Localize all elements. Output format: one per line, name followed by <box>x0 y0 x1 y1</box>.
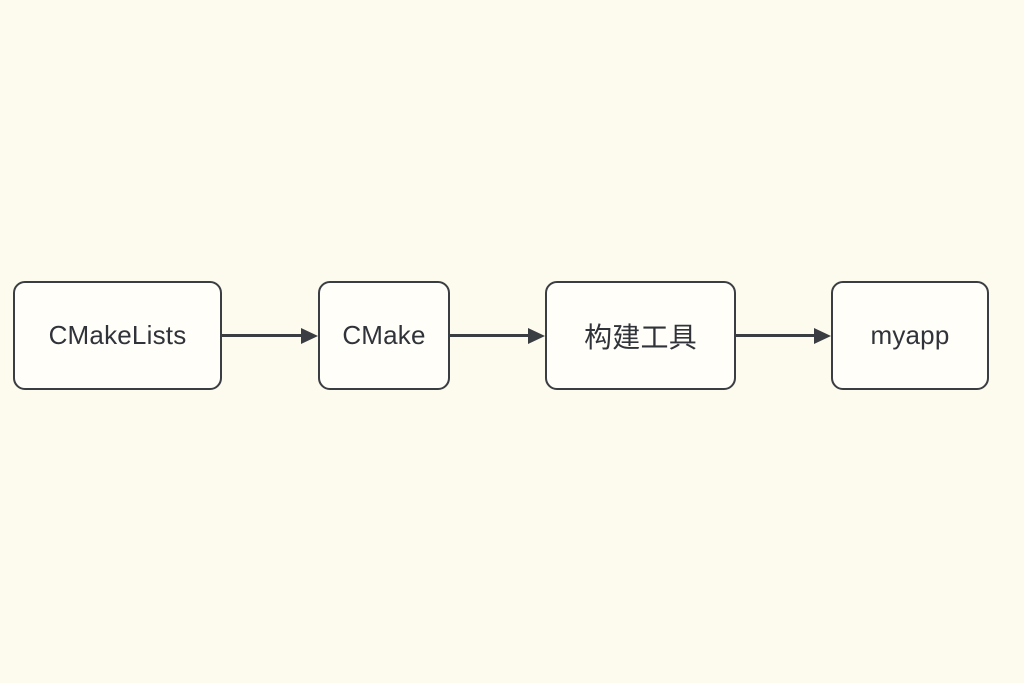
node-build-tool: 构建工具 <box>545 281 736 390</box>
node-myapp-label: myapp <box>870 320 950 350</box>
arrowhead-right-icon <box>814 327 831 344</box>
edge-cmakelists-to-cmake <box>222 281 318 390</box>
edge-build-tool-to-myapp <box>736 281 831 390</box>
node-cmakelists: CMakeLists <box>13 281 222 390</box>
node-myapp: myapp <box>831 281 989 390</box>
arrow-line <box>450 334 528 337</box>
flowchart-row: CMakeLists CMake 构建工具 myapp <box>13 281 989 390</box>
arrowhead-right-icon <box>301 327 318 344</box>
edge-cmake-to-build-tool <box>450 281 545 390</box>
arrow-line <box>222 334 301 337</box>
node-cmakelists-label: CMakeLists <box>48 320 187 350</box>
arrow-line <box>736 334 814 337</box>
arrowhead-right-icon <box>528 327 545 344</box>
node-build-tool-label: 构建工具 <box>584 321 697 353</box>
node-cmake: CMake <box>318 281 450 390</box>
node-cmake-label: CMake <box>342 320 426 350</box>
